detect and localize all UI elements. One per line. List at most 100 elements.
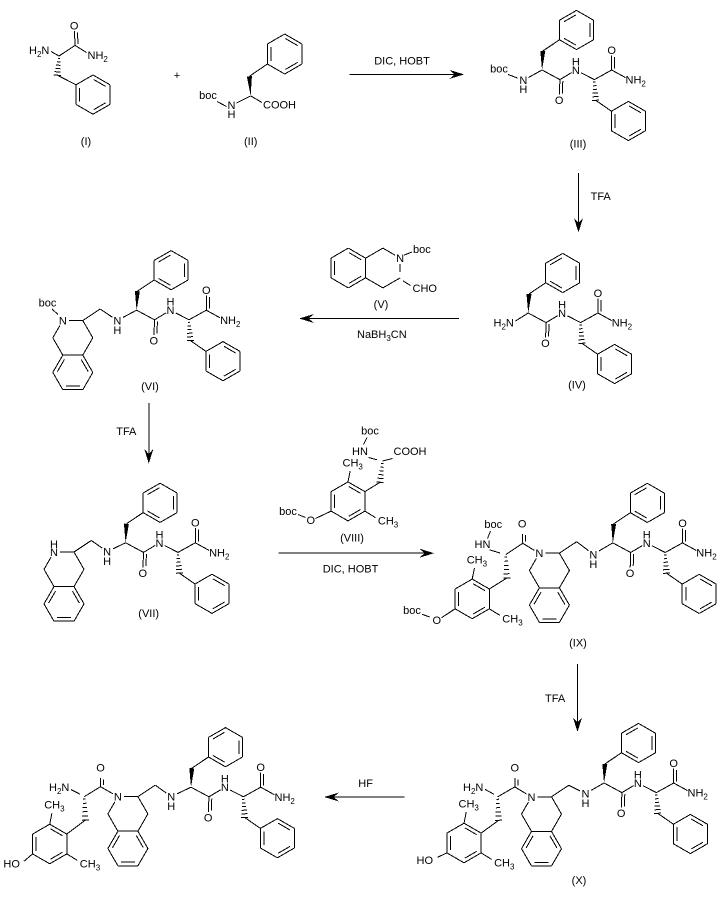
svg-text:boc: boc [490, 64, 508, 76]
svg-text:O: O [617, 808, 626, 820]
svg-text:TFA: TFA [545, 693, 566, 705]
svg-text:H: H [113, 325, 121, 337]
svg-text:CH3​: CH3​ [44, 800, 65, 814]
svg-text:CH3​: CH3​ [378, 516, 399, 530]
svg-text:CH3​: CH3​ [467, 555, 488, 569]
svg-text:boc: boc [413, 244, 431, 256]
svg-text:O: O [626, 568, 635, 580]
svg-text:O: O [96, 762, 105, 774]
svg-text:O: O [433, 615, 442, 627]
svg-text:TFA: TFA [116, 426, 137, 438]
svg-text:H2​N: H2​N [463, 782, 483, 796]
svg-text:H: H [572, 57, 580, 69]
svg-text:O: O [202, 285, 211, 297]
svg-text:N: N [643, 538, 651, 550]
svg-text:boc: boc [199, 90, 217, 102]
svg-text:H: H [519, 84, 527, 96]
svg-text:(III): (III) [570, 139, 587, 151]
svg-text:HF: HF [358, 778, 373, 790]
svg-text:N: N [50, 547, 58, 559]
svg-text:H: H [558, 300, 566, 312]
svg-text:N: N [582, 789, 590, 801]
svg-text:boc: boc [39, 298, 57, 310]
svg-text:CH3​: CH3​ [502, 613, 523, 627]
svg-text:O: O [541, 338, 550, 350]
svg-text:COOH: COOH [394, 446, 427, 458]
svg-text:boc: boc [484, 519, 502, 531]
svg-text:N: N [59, 316, 67, 328]
svg-text:boc: boc [403, 605, 421, 617]
svg-text:(IX): (IX) [569, 638, 587, 650]
svg-text:N: N [156, 538, 164, 550]
svg-text:NH2​: NH2​ [220, 315, 241, 329]
svg-text:(IV): (IV) [568, 380, 586, 392]
svg-text:NH2​: NH2​ [88, 50, 109, 64]
svg-text:HO: HO [3, 859, 20, 871]
svg-text:NH2​: NH2​ [626, 75, 647, 89]
svg-text:H: H [167, 297, 175, 309]
svg-text:CH3​: CH3​ [343, 458, 364, 472]
svg-text:H: H [221, 774, 229, 786]
svg-text:N: N [103, 547, 111, 559]
svg-text:O: O [204, 812, 213, 824]
svg-text:H: H [589, 559, 597, 571]
svg-text:N: N [228, 100, 236, 112]
svg-text:NH2​: NH2​ [696, 548, 717, 562]
svg-text:N: N [634, 778, 642, 790]
svg-text:O: O [150, 335, 159, 347]
svg-text:CH3​: CH3​ [80, 858, 101, 872]
svg-text:CH3​: CH3​ [494, 857, 515, 871]
svg-text:H: H [167, 801, 175, 813]
svg-text:N: N [396, 253, 404, 265]
svg-text:HN: HN [352, 446, 368, 458]
svg-text:CH3​: CH3​ [459, 799, 480, 813]
svg-text:(II): (II) [244, 136, 257, 148]
svg-text:NaBH3​CN: NaBH3​CN [357, 329, 407, 343]
svg-text:O: O [511, 763, 520, 775]
svg-text:HO: HO [417, 855, 434, 867]
svg-text:boc: boc [279, 506, 297, 518]
svg-text:N: N [589, 549, 597, 561]
svg-text:N: N [528, 792, 536, 804]
svg-text:N: N [167, 305, 175, 317]
svg-text:O: O [518, 518, 527, 530]
svg-text:N: N [221, 782, 229, 794]
svg-text:H: H [634, 770, 642, 782]
svg-text:O: O [139, 568, 148, 580]
svg-text:N: N [519, 75, 527, 87]
svg-text:N: N [113, 316, 121, 328]
svg-text:NH2​: NH2​ [612, 318, 633, 332]
svg-text:O: O [70, 21, 79, 33]
svg-text:NH2​: NH2​ [209, 547, 230, 561]
svg-text:H: H [50, 539, 58, 551]
svg-text:COOH: COOH [263, 100, 296, 112]
svg-text:O: O [555, 95, 564, 107]
svg-text:H: H [228, 109, 236, 121]
svg-text:H2​N: H2​N [49, 782, 69, 796]
svg-text:DIC, HOBT: DIC, HOBT [374, 56, 430, 68]
svg-text:H: H [156, 529, 164, 541]
svg-text:H2​N: H2​N [29, 45, 49, 59]
svg-text:(VI): (VI) [141, 381, 159, 393]
svg-text:+: + [174, 70, 180, 82]
svg-text:N: N [114, 792, 122, 804]
svg-text:N: N [572, 65, 580, 77]
svg-text:N: N [167, 792, 175, 804]
svg-text:DIC, HOBT: DIC, HOBT [323, 563, 379, 575]
svg-text:H: H [103, 556, 111, 568]
svg-text:(VII): (VII) [138, 608, 159, 620]
svg-text:O: O [307, 515, 316, 527]
svg-text:(V): (V) [374, 299, 389, 311]
svg-text:boc: boc [361, 426, 379, 438]
svg-text:O: O [607, 45, 616, 57]
svg-text:(VIII): (VIII) [340, 532, 364, 544]
svg-text:O: O [594, 288, 603, 300]
svg-text:CHO: CHO [413, 283, 438, 295]
svg-text:N: N [558, 308, 566, 320]
svg-text:NH2​: NH2​ [688, 788, 709, 802]
svg-text:O: O [678, 518, 687, 530]
svg-text:O: O [256, 762, 265, 774]
svg-text:O: O [191, 518, 200, 530]
svg-text:HN: HN [475, 539, 491, 551]
svg-text:N: N [535, 548, 543, 560]
